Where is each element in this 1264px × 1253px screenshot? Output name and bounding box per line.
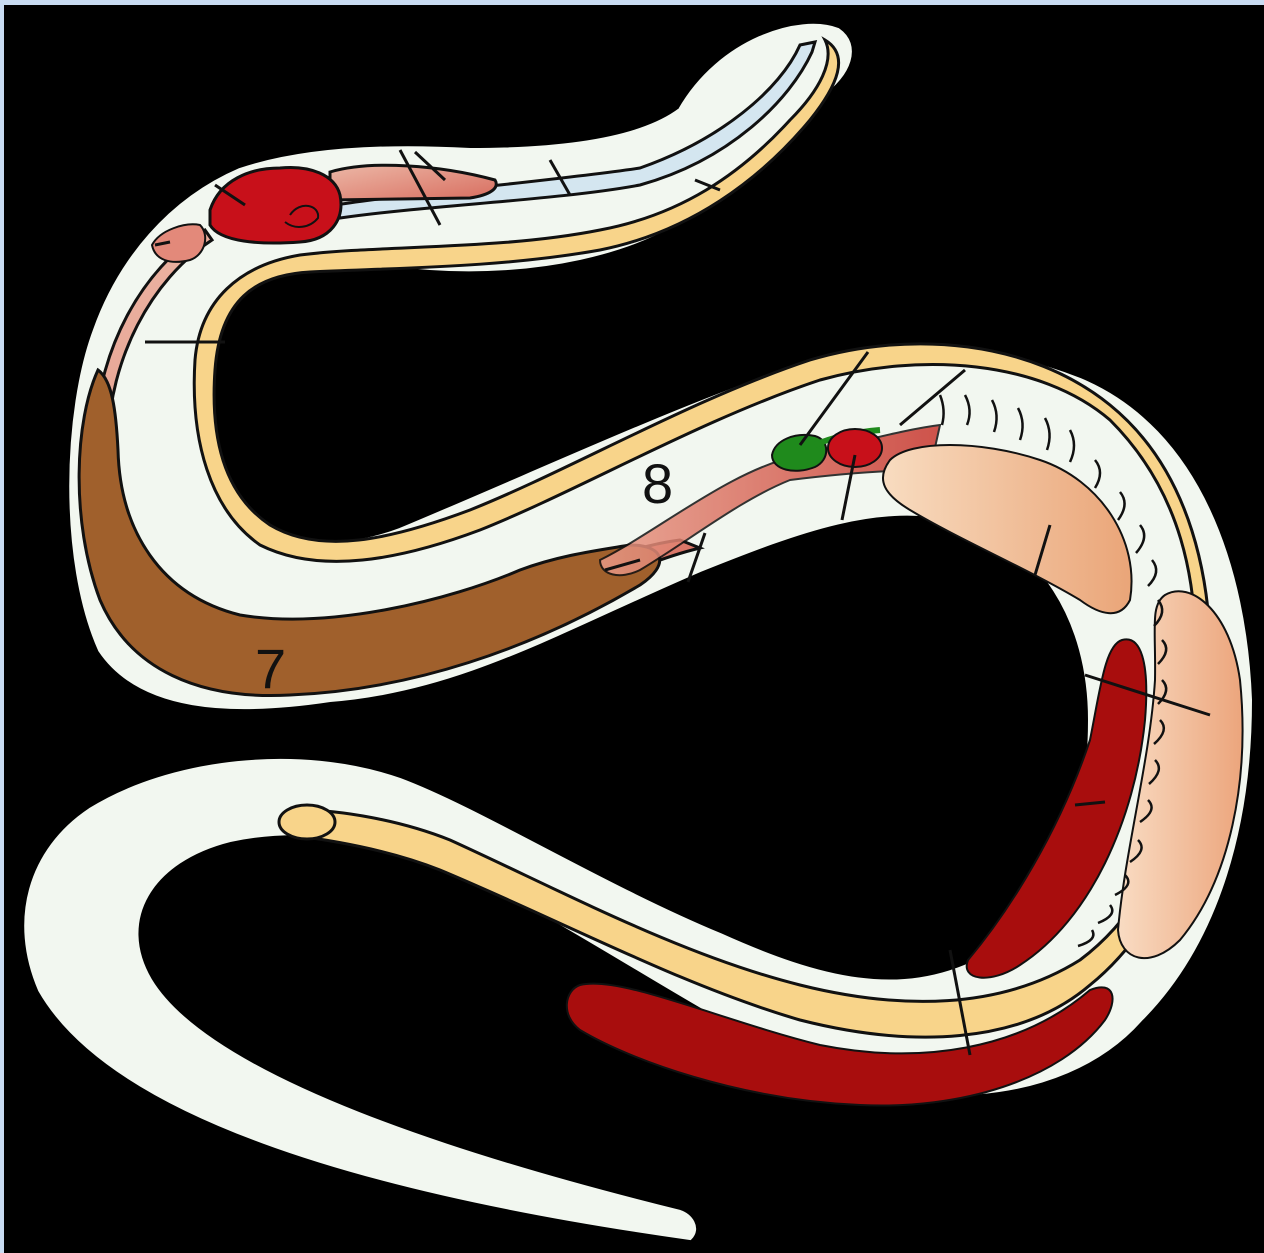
- label-7: 7: [255, 637, 286, 700]
- label-8: 8: [642, 452, 673, 515]
- cloaca: [279, 805, 335, 839]
